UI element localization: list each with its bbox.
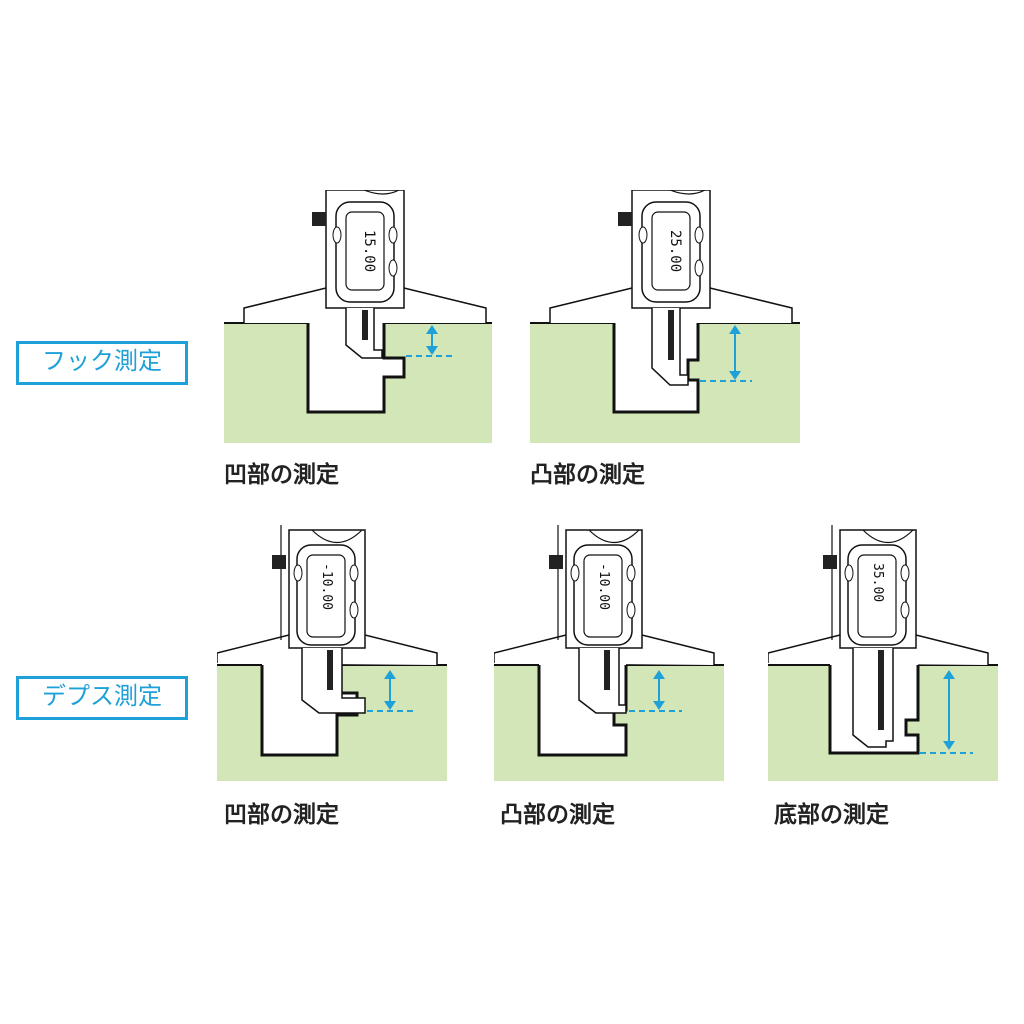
section-label-hook: フック測定 [16,341,188,385]
diagram-depth-recess: -10.00 [216,525,449,783]
diagram-hook-recess: 15.00 [224,189,494,445]
caption-hook-recess: 凹部の測定 [224,462,339,488]
diagram-hook-protrusion: 25.00 [530,189,802,445]
display-reading: 15.00 [361,230,377,272]
display-reading: -10.00 [319,563,334,610]
display-reading: 25.00 [667,230,683,272]
section-label-depth: デプス測定 [16,676,188,720]
caption-depth-protrusion: 凸部の測定 [500,802,615,828]
display-reading: 35.00 [870,563,885,602]
diagram-depth-bottom: 35.00 [767,525,1000,783]
caption-hook-protrusion: 凸部の測定 [530,462,645,488]
caption-depth-bottom: 底部の測定 [774,802,889,828]
caption-depth-recess: 凹部の測定 [224,802,339,828]
diagram-depth-protrusion: -10.00 [493,525,726,783]
display-reading: -10.00 [596,563,611,610]
